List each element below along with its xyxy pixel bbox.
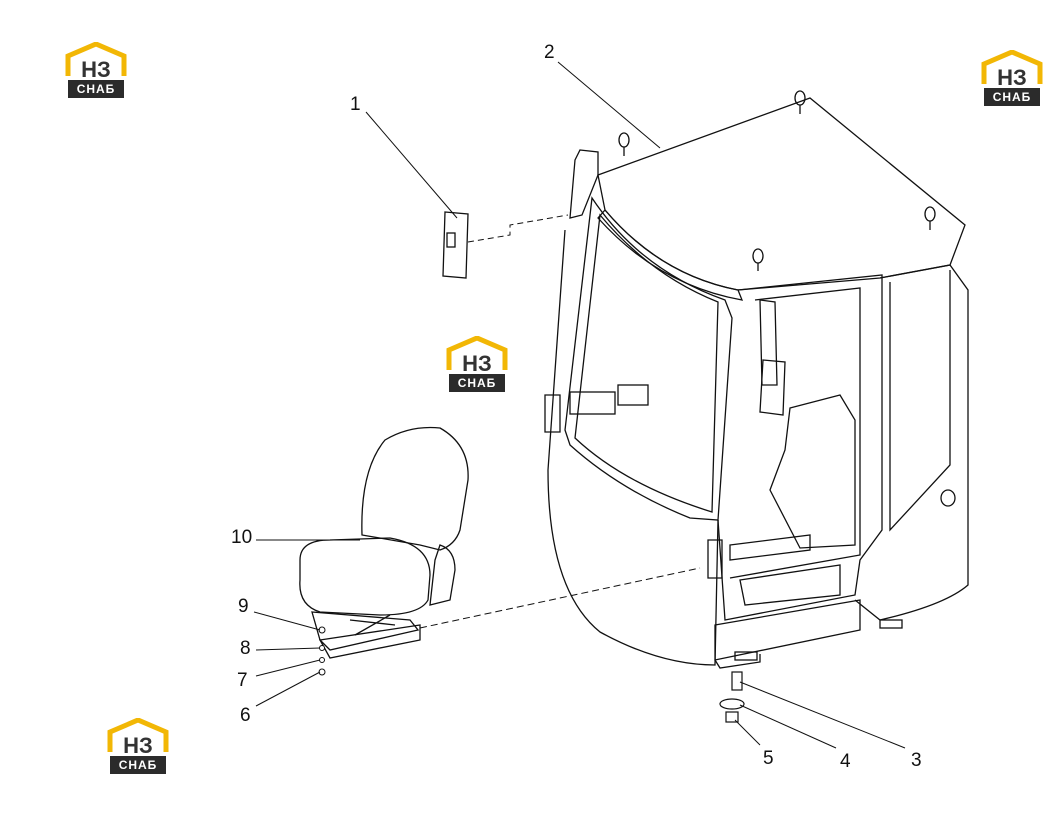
seat-hardware [318,626,326,676]
windshield-frame [564,196,733,521]
logo-sub-text: СНАБ [68,80,124,98]
mirror-part [442,211,469,279]
logo-sub-text: СНАБ [449,374,505,392]
cab-body-left [547,229,719,666]
callout-10: 10 [231,527,253,548]
logo-sub-text: СНАБ [984,88,1040,106]
callout-4: 4 [840,751,851,772]
callout-8: 8 [240,638,251,659]
callout-9: 9 [238,596,249,617]
cab-side-right [854,264,969,621]
cab-floor [714,599,861,661]
logo-house-icon [981,50,1043,84]
logo-sub-text: СНАБ [110,756,166,774]
logo-mark-text: НЗ [462,351,492,376]
watermark-logo: НЗ СНАБ [64,42,128,102]
logo-mark-text: НЗ [997,65,1027,90]
callout-7: 7 [237,670,248,691]
watermark-logo: НЗ СНАБ [980,50,1044,110]
cab-roof [597,97,966,291]
logo-house-icon [446,336,508,370]
watermark-logo: НЗ СНАБ [106,718,170,778]
logo-mark-text: НЗ [123,733,153,758]
callout-1: 1 [350,94,361,115]
seat-part [299,426,469,659]
callout-6: 6 [240,705,251,726]
logo-house-icon [107,718,169,752]
cab-mount-hardware [719,671,745,723]
callout-5: 5 [763,748,774,769]
callout-2: 2 [544,42,555,63]
leader-lines [253,61,906,749]
callout-3: 3 [911,750,922,771]
door-opening [717,274,883,621]
lifting-eyes [618,90,936,271]
watermark-logo: НЗ СНАБ [445,336,509,396]
logo-mark-text: НЗ [81,57,111,82]
logo-house-icon [65,42,127,76]
